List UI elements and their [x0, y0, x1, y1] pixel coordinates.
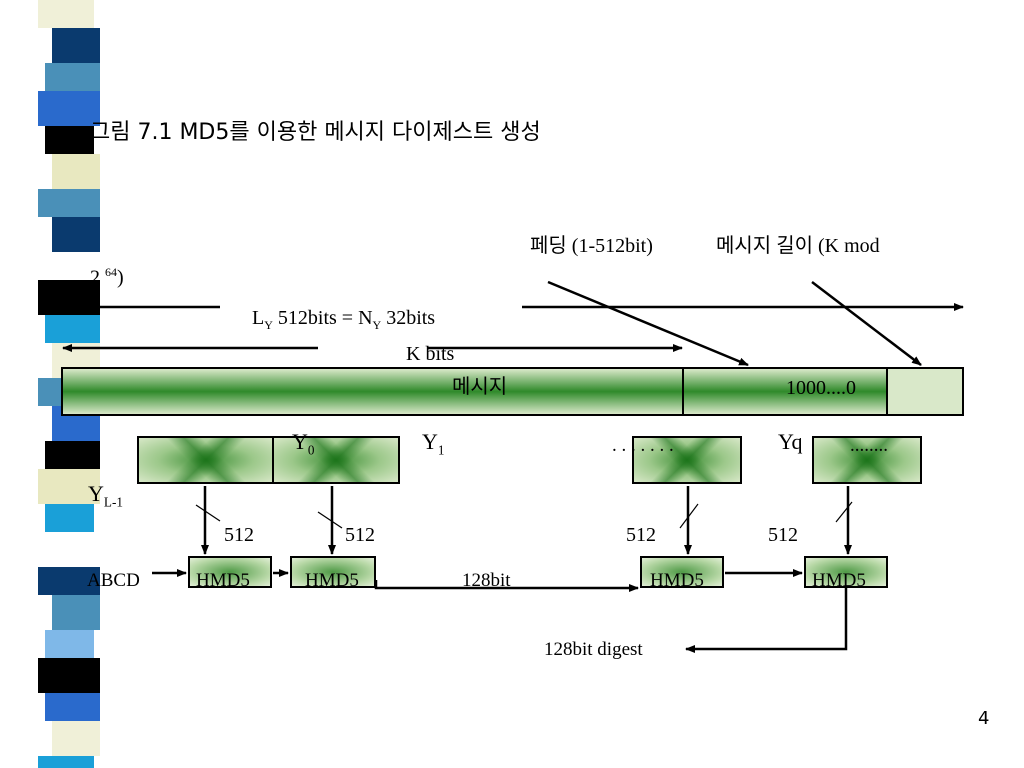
size-512-4: 512: [768, 524, 798, 546]
stripe-segment: [45, 441, 100, 469]
slide-title: 그림 7.1 MD5를 이용한 메시지 다이제스트 생성: [90, 122, 541, 144]
stripe-segment: [38, 0, 94, 28]
yl1-sub: L-1: [103, 494, 123, 510]
digest-arrow: [685, 588, 848, 653]
stripe-segment: [45, 693, 100, 721]
dots-label: . . . . . . .: [612, 435, 674, 456]
y0-sub: 0: [307, 442, 315, 458]
padding-callout-arrow: [547, 280, 749, 367]
stripe-segment: [38, 756, 94, 768]
length-exp: 64: [105, 265, 117, 279]
size-512-1: 512: [224, 524, 254, 546]
pad-value-label: 1000....0: [786, 377, 856, 399]
dots2-label: ........: [850, 435, 888, 456]
ny-rest: 32bits: [381, 307, 436, 329]
hmd5-box-3: [640, 556, 724, 588]
stripe-segment: [52, 595, 100, 630]
yl1-label: YL-1: [88, 483, 123, 509]
stripe-segment: [52, 28, 100, 63]
length-label-cont: 2 64): [90, 266, 124, 288]
length-exp-base: 2: [90, 266, 105, 289]
message-bar: [61, 367, 964, 416]
stripe-segment: [52, 154, 100, 189]
y1-sub: 1: [437, 442, 445, 458]
length-label: 메시지 길이 (K mod: [716, 235, 880, 257]
slash-mark-4: [835, 501, 853, 523]
stripe-segment: [45, 504, 94, 532]
hmd5-box-1: [188, 556, 272, 588]
message-label: 메시지: [452, 374, 508, 398]
yq-label: Yq: [778, 429, 803, 454]
slash-mark-3: [679, 503, 699, 529]
message-divider-1: [682, 367, 684, 416]
chain-arrow-2: [374, 580, 639, 592]
ny-sub: Y: [372, 318, 382, 332]
slash-mark-2: [317, 511, 343, 529]
block-yq: [632, 436, 742, 484]
length-callout-arrow: [811, 281, 922, 366]
ly-sub: Y: [264, 318, 273, 332]
stripe-segment: [38, 469, 100, 504]
ly-rest: 512bits = N: [272, 307, 373, 329]
size-512-3: 512: [626, 524, 656, 546]
hmd5-label-1: HMD5: [196, 570, 250, 591]
ly-ny-label: LY 512bits = NY 32bits: [252, 308, 435, 331]
digest-label: 128bit digest: [544, 639, 643, 660]
bit128-label: 128bit: [462, 570, 511, 591]
size-512-2: 512: [345, 524, 375, 546]
stripe-segment: [45, 126, 94, 154]
ly-main: L: [252, 307, 265, 329]
stripe-segment: [38, 567, 100, 595]
padding-label: 페딩 (1-512bit): [530, 235, 653, 257]
hmd5-label-3: HMD5: [650, 570, 704, 591]
y0-main: Y: [292, 429, 308, 454]
stripe-segment: [52, 532, 100, 567]
y0-label: Y0: [292, 431, 314, 457]
slash-mark-1: [195, 504, 221, 522]
stripe-segment: [52, 721, 100, 756]
hmd5-label-2: HMD5: [305, 570, 359, 591]
page-number: 4: [978, 708, 990, 729]
length-exp-close: ): [117, 266, 124, 289]
y1-label: Y1: [422, 431, 444, 457]
message-divider-2: [886, 367, 888, 416]
abcd-label: ABCD: [87, 570, 140, 591]
stripe-segment: [38, 91, 100, 126]
stripe-segment: [38, 189, 100, 217]
stripe-segment: [45, 315, 100, 343]
stripe-segment: [45, 630, 94, 658]
y1-main: Y: [422, 429, 438, 454]
block-y1: [272, 436, 400, 484]
stripe-segment: [45, 252, 94, 280]
stripe-segment: [52, 217, 100, 252]
block-yl1: [812, 436, 922, 484]
hmd5-box-4: [804, 556, 888, 588]
slide-title-text: 그림 7.1 MD5를 이용한 메시지 다이제스트 생성: [90, 120, 541, 145]
hmd5-label-4: HMD5: [812, 570, 866, 591]
length-field: [888, 369, 962, 414]
stripe-segment: [38, 658, 100, 693]
stripe-segment: [45, 63, 100, 91]
yl1-main: Y: [88, 481, 104, 506]
hmd5-box-2: [290, 556, 376, 588]
